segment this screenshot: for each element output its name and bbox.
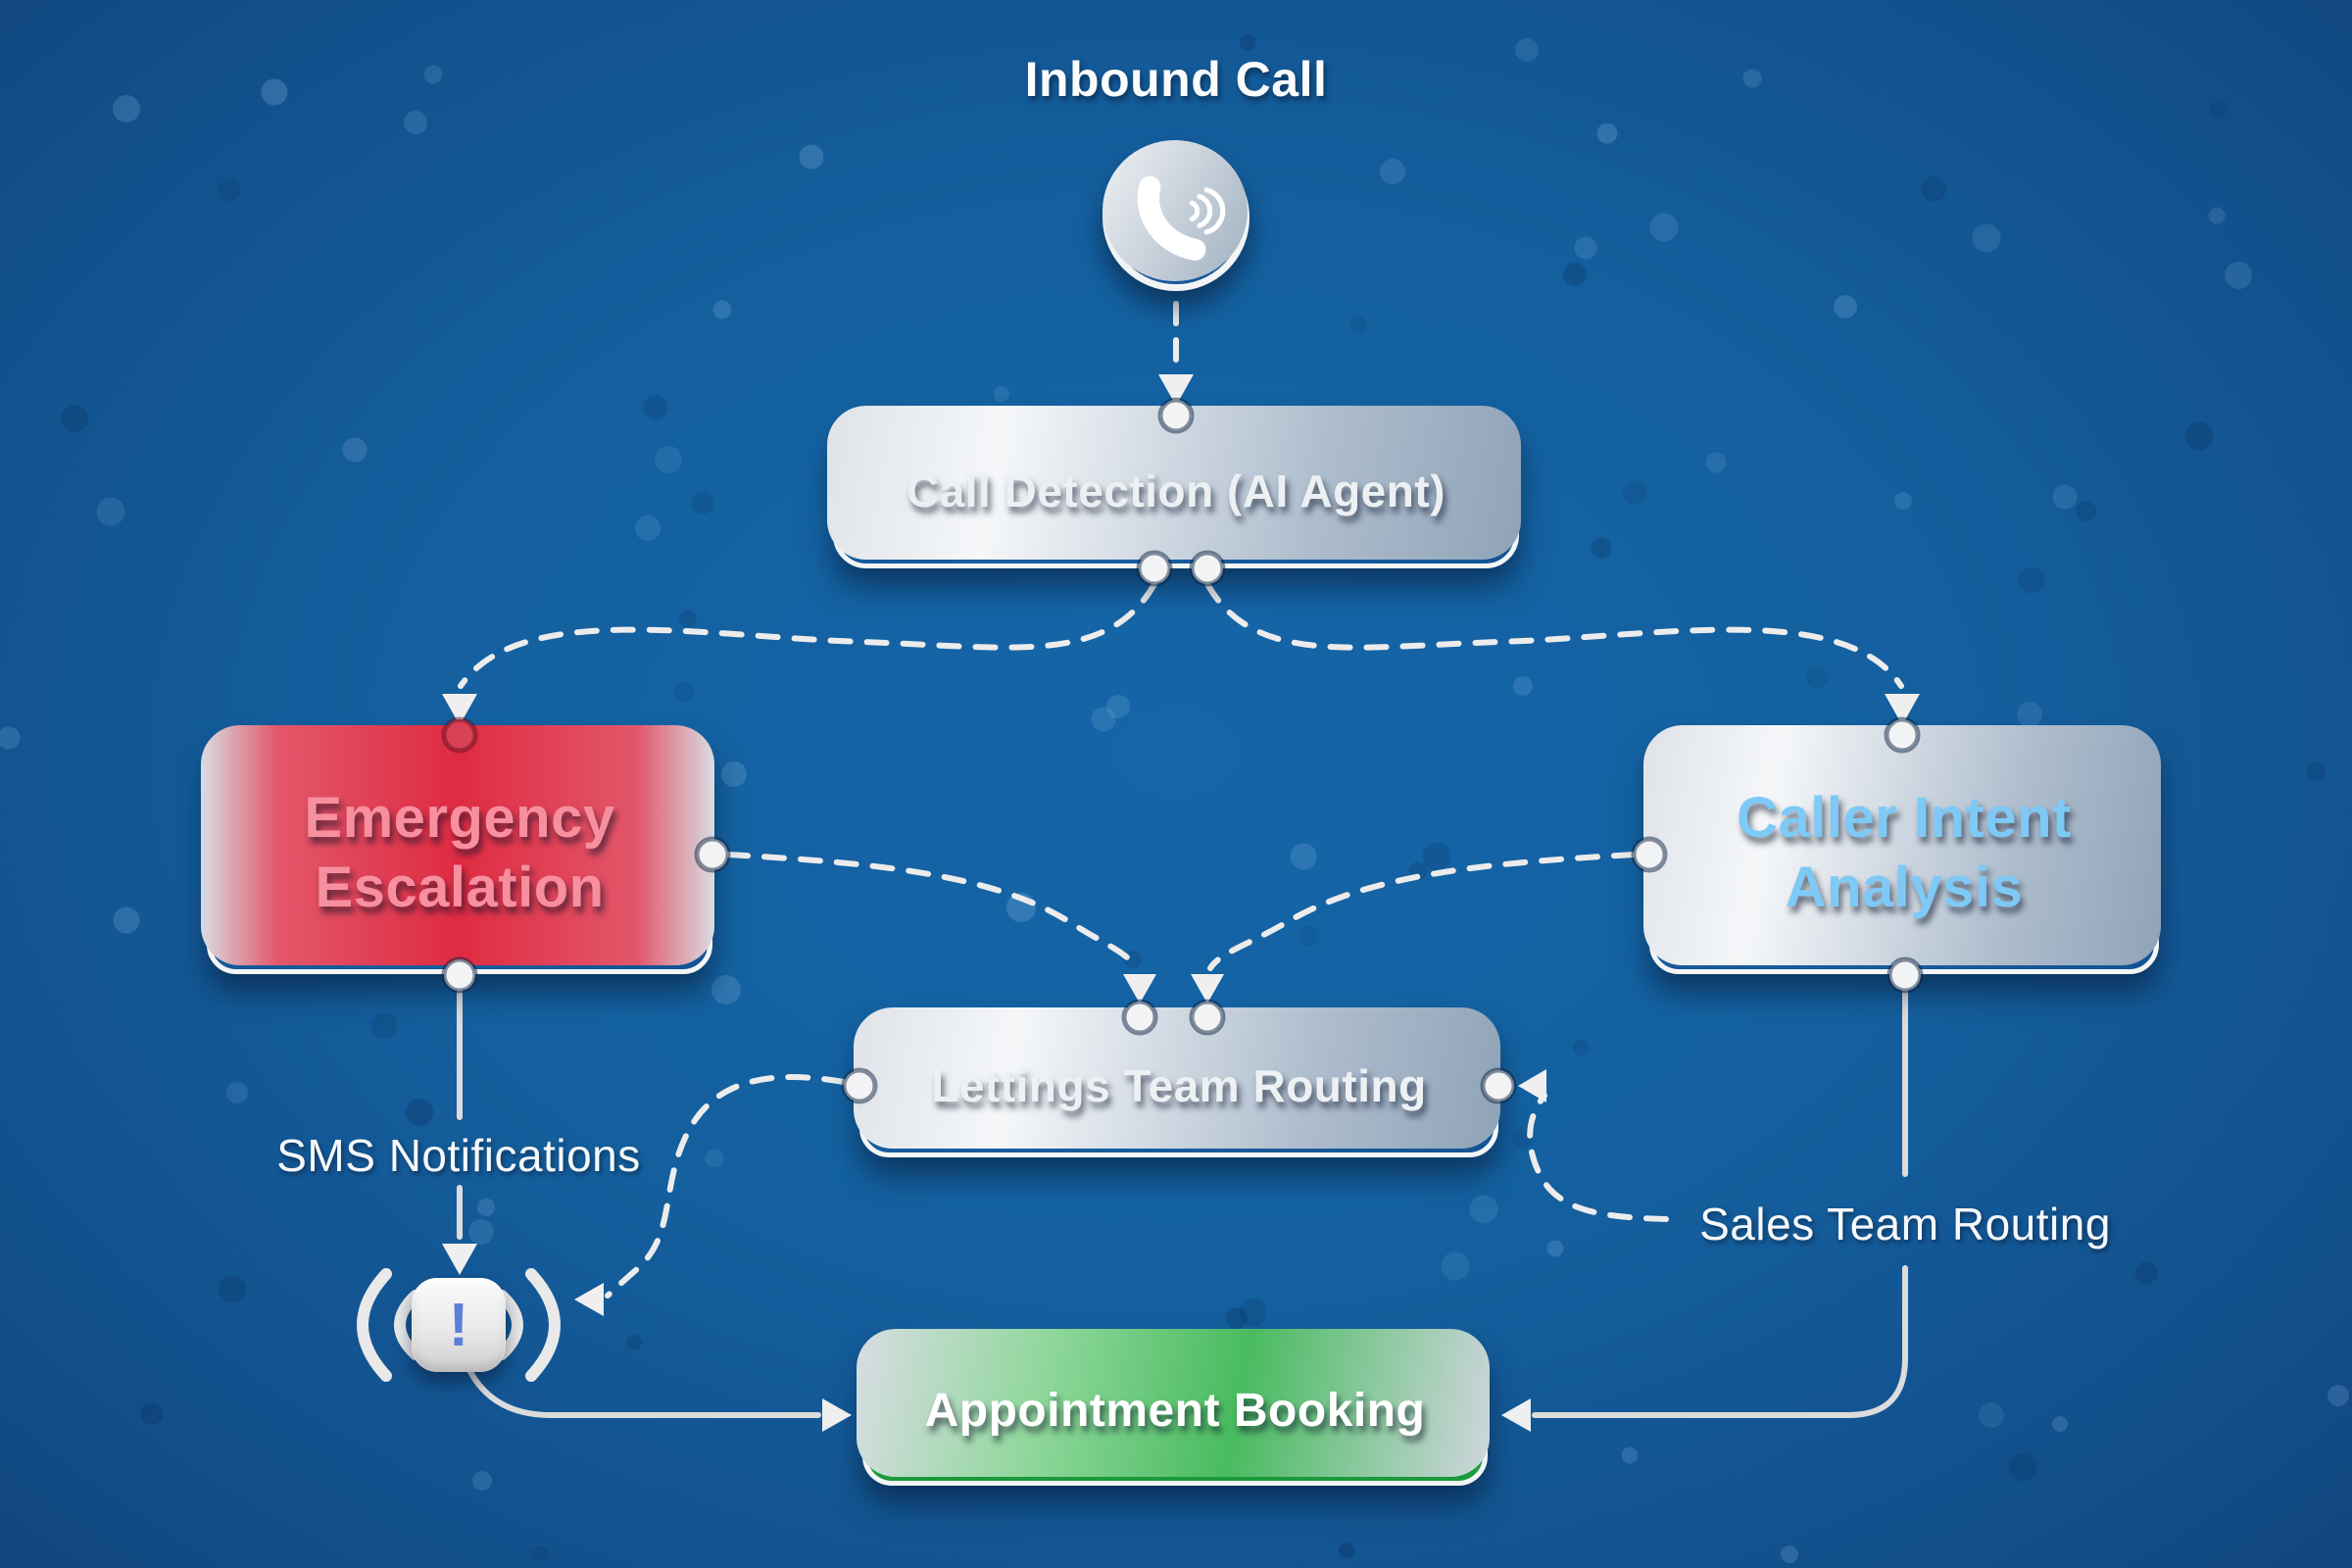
inbound-call-node [1102, 140, 1250, 291]
caller-intent-label: Caller Intent Analysis [1737, 786, 2072, 919]
dot-emergency-top [441, 716, 478, 754]
alert-glyph: ! [448, 1291, 469, 1359]
appointment-booking-node: Appointment Booking [857, 1329, 1490, 1486]
arrowhead-into-alert-top [442, 1244, 477, 1275]
sms-notifications-label: SMS Notifications [276, 1130, 641, 1181]
dot-calldetect-bottom-right [1189, 550, 1226, 587]
arrowhead-into-emergency [442, 694, 477, 725]
dot-emergency-right [694, 836, 731, 873]
edge-emergency-to-lettings [725, 852, 1140, 971]
arrowhead-into-booking-left [822, 1398, 852, 1432]
appointment-booking-label: Appointment Booking [924, 1384, 1426, 1437]
alert-sound-waves-icon [357, 1268, 561, 1382]
diagram-title: Inbound Call [1024, 52, 1328, 107]
edge-sales-to-lettings [1527, 1093, 1669, 1222]
arrowhead-into-booking-right [1501, 1398, 1531, 1432]
arrowhead-into-lettings-dot [1518, 1069, 1546, 1102]
lettings-routing-label: Lettings Team Routing [931, 1060, 1427, 1112]
call-detection-label: Call Detection (AI Agent) [906, 465, 1446, 516]
arrowhead-into-calldetect [1158, 374, 1194, 406]
dot-lettings-top-left [1121, 999, 1158, 1036]
edge-calldetect-to-emergency [458, 581, 1157, 689]
dot-lettings-top-right [1189, 999, 1226, 1036]
dot-intent-bottom [1886, 956, 1924, 994]
arrowhead-into-lettings-left [1123, 974, 1156, 1004]
dot-intent-left [1631, 836, 1668, 873]
edge-sales-to-booking [1532, 1265, 1908, 1418]
edge-intent-to-lettings [1207, 852, 1637, 971]
dot-emergency-bottom [441, 956, 478, 994]
dot-calldetect-bottom-left [1136, 550, 1173, 587]
dot-lettings-left [841, 1067, 878, 1104]
arrowhead-into-intent [1885, 694, 1920, 725]
dot-calldetect-top [1157, 397, 1195, 434]
edge-calldetect-to-intent [1204, 581, 1904, 689]
alert-exclamation-icon: ! [412, 1278, 506, 1372]
arrowhead-into-alert-side [574, 1283, 604, 1316]
edge-lettings-to-alert [605, 1074, 847, 1298]
dot-lettings-right [1480, 1067, 1517, 1104]
sales-team-routing-label: Sales Team Routing [1699, 1199, 2111, 1250]
edge-alert-to-booking [466, 1365, 821, 1418]
emergency-escalation-label: Emergency Escalation [304, 786, 615, 919]
phone-call-icon [1137, 175, 1226, 261]
arrowhead-into-lettings-right [1191, 974, 1224, 1004]
dot-intent-top [1884, 716, 1921, 754]
lettings-routing-node: Lettings Team Routing [854, 1007, 1500, 1157]
